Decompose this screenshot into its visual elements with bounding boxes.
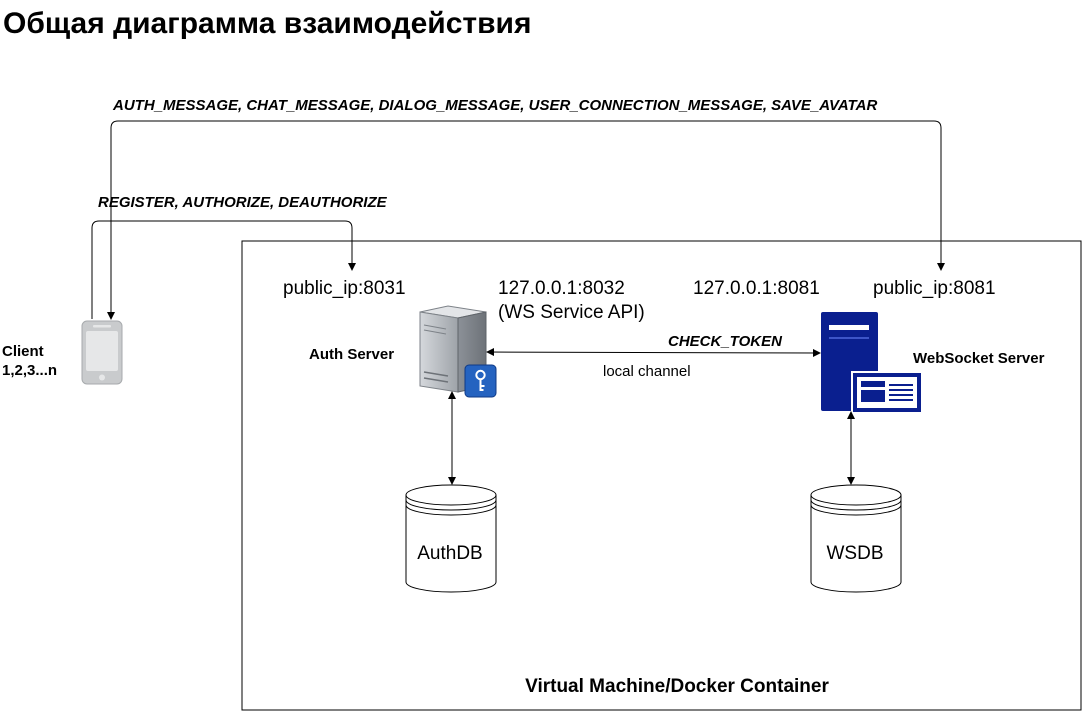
auth-db-cylinder — [405, 484, 497, 593]
ws-messages-label: AUTH_MESSAGE, CHAT_MESSAGE, DIALOG_MESSA… — [112, 97, 877, 114]
auth-internal-note: (WS Service API) — [498, 302, 645, 323]
auth-internal-address: 127.0.0.1:8032 — [498, 278, 625, 299]
check-token-label: CHECK_TOKEN — [668, 333, 783, 350]
ws-db-cylinder — [810, 484, 902, 593]
mobile-phone-icon — [81, 320, 123, 385]
auth-public-address: public_ip:8031 — [283, 278, 406, 299]
client-label: Client 1,2,3...n — [2, 343, 57, 379]
ws-db-label: WSDB — [827, 543, 884, 564]
auth-db-label: AuthDB — [417, 543, 482, 564]
ws-public-address: public_ip:8081 — [873, 278, 996, 299]
local-channel-label: local channel — [603, 363, 691, 380]
container-box — [241, 240, 1082, 711]
auth-message-connector — [91, 220, 356, 319]
client-label-line-1: Client — [2, 343, 44, 360]
key-badge-icon — [464, 364, 497, 398]
page-title: Общая диаграмма взаимодействия — [3, 7, 532, 40]
auth-server-label: Auth Server — [309, 346, 394, 363]
ws-message-connector — [107, 120, 945, 320]
ws-server-label: WebSocket Server — [913, 350, 1045, 367]
web-server-icon — [821, 312, 923, 414]
container-label: Virtual Machine/Docker Container — [525, 676, 829, 697]
local-channel-connector — [486, 348, 821, 357]
client-label-line-2: 1,2,3...n — [2, 362, 57, 379]
ws-internal-address: 127.0.0.1:8081 — [693, 278, 820, 299]
auth-messages-label: REGISTER, AUTHORIZE, DEAUTHORIZE — [98, 194, 388, 211]
